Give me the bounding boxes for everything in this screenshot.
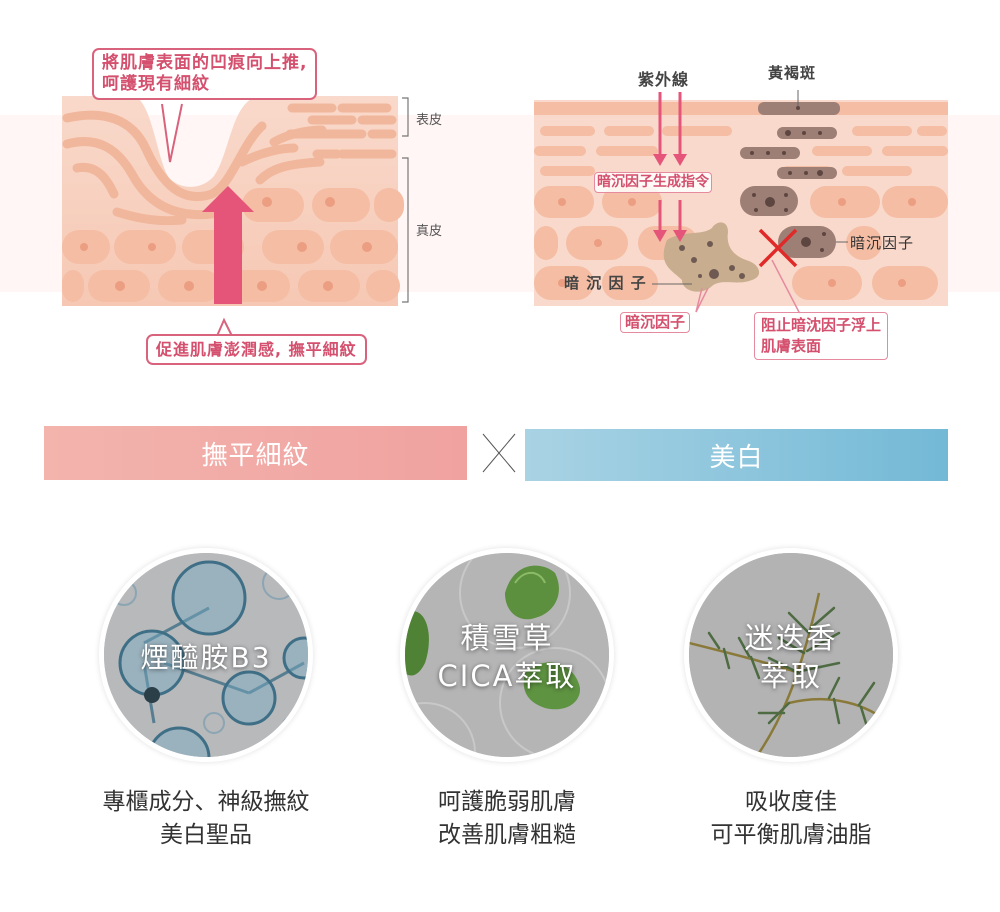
niacinamide-desc-line1: 專櫃成分、神級撫紋 [102,789,310,815]
up-arrow-icon [202,186,254,304]
rosemary-desc-line2: 可平衡肌膚油脂 [710,822,872,848]
ingredient-centella: 積雪草 CICA萃取 呵護脆弱肌膚 改善肌膚粗糙 [397,548,617,852]
block-cross-icon [758,228,798,268]
factor-label-right: 暗沉因子 [850,234,915,252]
whitening-banner: 美白 [525,429,948,481]
centella-desc-line2: 改善肌膚粗糙 [438,822,576,848]
niacinamide-image: 煙醯胺B3 [99,548,313,762]
epidermis-label: 表皮 [416,113,443,128]
molecule-icon [104,553,308,757]
uv-label: 紫外線 [638,70,690,89]
factor-label-left: 暗 沉 因 子 [564,274,647,292]
rosemary-title-line1: 迷迭香 [744,621,838,655]
block-label: 阻止暗沈因子浮上 肌膚表面 [754,312,889,360]
dermis-label: 真皮 [416,224,443,239]
top-callout-line2: 呵護現有細紋 [102,74,210,94]
rosemary-sprig-icon [689,553,893,757]
niacinamide-description: 專櫃成分、神級撫紋 美白聖品 [96,786,316,852]
ingredient-niacinamide: 煙醯胺B3 專櫃成分、神級撫紋 美白聖品 [96,548,316,852]
rosemary-desc-line1: 吸收度佳 [745,789,837,815]
block-label-line1: 阻止暗沈因子浮上 [761,316,882,334]
centella-title-line1: 積雪草 [460,621,554,655]
bottom-callout: 促進肌膚澎潤感, 撫平細紋 [146,334,367,365]
centella-title: 積雪草 CICA萃取 [405,619,609,695]
rosemary-title-line2: 萃取 [759,659,822,693]
leaf-icon [405,553,609,757]
command-label: 暗沉因子生成指令 [594,172,712,193]
times-icon [482,433,516,473]
rosemary-image: 迷迭香 萃取 [684,548,898,762]
top-callout-line1: 將肌膚表面的凹痕向上推, [102,53,308,73]
whitening-diagram: 紫外線 黃褐斑 暗沉因子生成指令 暗沉因子 暗 沉 因 子 暗沉因子 阻止暗沈因… [532,50,972,380]
centella-image: 積雪草 CICA萃取 [400,548,614,762]
pigment-illustration [534,90,948,315]
centella-description: 呵護脆弱肌膚 改善肌膚粗糙 [397,786,617,852]
skin-layers-illustration [62,96,409,337]
factor-label-box: 暗沉因子 [620,312,691,333]
block-label-line2: 肌膚表面 [761,337,822,355]
niacinamide-desc-line2: 美白聖品 [160,822,252,848]
smooth-wrinkles-banner: 撫平細紋 [44,426,467,480]
top-callout: 將肌膚表面的凹痕向上推, 呵護現有細紋 [92,48,318,100]
niacinamide-title: 煙醯胺B3 [140,641,272,674]
wrinkle-diagram: 將肌膚表面的凹痕向上推, 呵護現有細紋 表皮 真皮 促進肌膚澎潤感, 撫平細紋 [62,44,462,384]
centella-desc-line1: 呵護脆弱肌膚 [438,789,576,815]
ingredient-rosemary: 迷迭香 萃取 吸收度佳 可平衡肌膚油脂 [681,548,901,852]
centella-title-line2: CICA萃取 [437,659,577,693]
rosemary-description: 吸收度佳 可平衡肌膚油脂 [681,786,901,852]
spot-label: 黃褐斑 [768,64,817,82]
rosemary-title: 迷迭香 萃取 [689,619,893,695]
